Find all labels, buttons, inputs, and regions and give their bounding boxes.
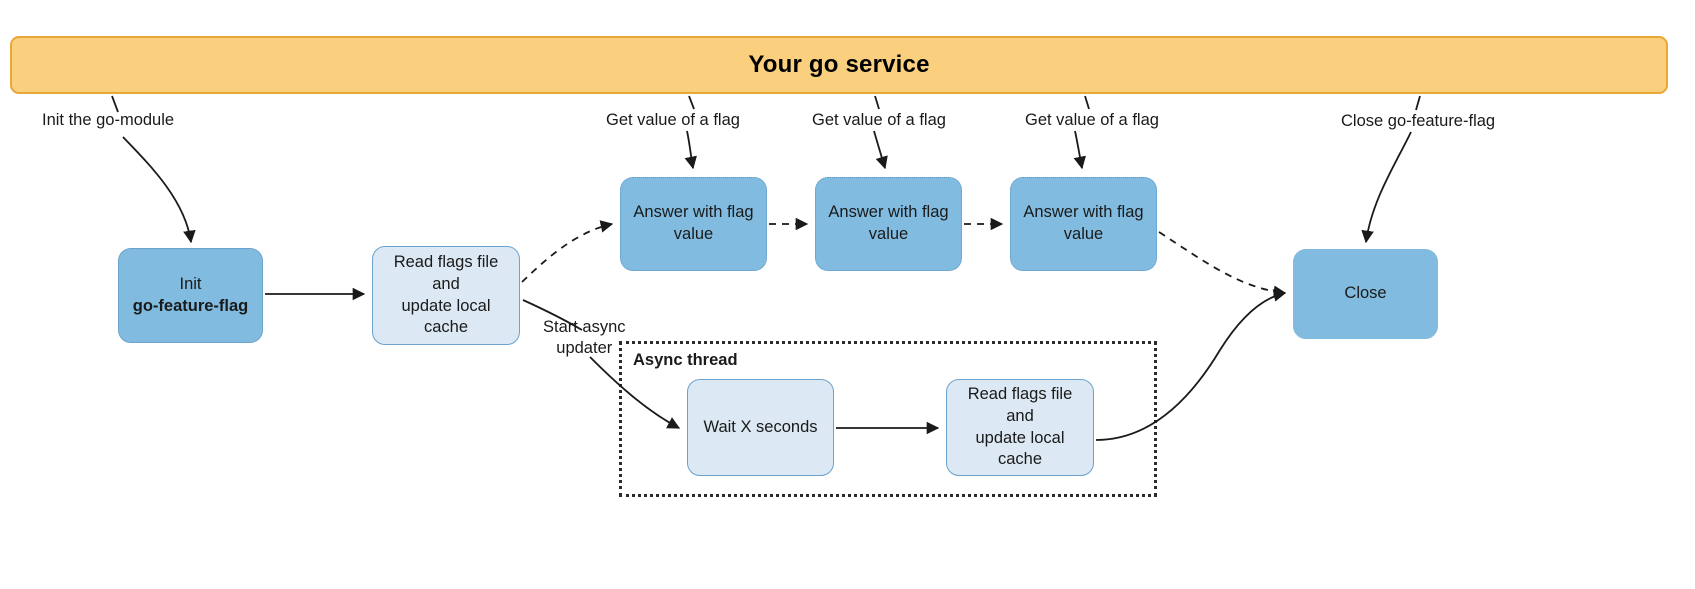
edge-banner-to-close-label <box>1415 95 1421 111</box>
read-flags-main-node-text-1: Read flags file <box>393 252 499 271</box>
answer-with-flag-value-node-2-text-1: Answer with flag <box>828 203 949 222</box>
edge-banner-to-getvalue2-label <box>874 95 880 110</box>
read-flags-main-node: Read flags file and update local cache <box>372 246 520 345</box>
edge-closelabel-to-close <box>1361 131 1412 244</box>
edge-label-init-go-module: Init the go-module <box>42 111 175 129</box>
answer-with-flag-value-node-1-text-1: Answer with flag <box>633 203 754 222</box>
close-node-label: Close <box>1338 283 1392 305</box>
read-flags-async-node-label: Read flags file and update local cache <box>947 384 1093 472</box>
answer-with-flag-value-node-2-label: Answer with flag value <box>822 202 954 246</box>
edge-getvalue1-to-answer1 <box>684 130 697 170</box>
edge-answer3-to-close <box>1158 231 1287 299</box>
read-flags-async-node-text-3: update local cache <box>975 428 1065 469</box>
wait-x-seconds-node-text-1: Wait X seconds <box>703 417 818 436</box>
read-flags-main-node-text-2: and <box>432 274 460 293</box>
close-node: Close <box>1293 249 1438 339</box>
read-flags-async-node-text-1: Read flags file <box>967 384 1073 403</box>
answer-with-flag-value-node-3: Answer with flag value <box>1010 177 1157 271</box>
wait-x-seconds-node: Wait X seconds <box>687 379 834 476</box>
read-flags-async-node: Read flags file and update local cache <box>946 379 1094 476</box>
async-thread-label: Async thread <box>633 351 738 369</box>
answer-with-flag-value-node-2-text-2: value <box>868 225 909 243</box>
edge-getvalue2-to-answer2 <box>873 130 888 170</box>
read-flags-main-node-label: Read flags file and update local cache <box>373 252 519 340</box>
read-flags-async-node-text-2: and <box>1006 406 1034 425</box>
answer-with-flag-value-node-3-text-1: Answer with flag <box>1023 203 1144 222</box>
edge-label-get-value-2: Get value of a flag <box>812 111 946 129</box>
edge-getvalue3-to-answer3 <box>1073 130 1086 170</box>
init-node-text-2: go-feature-flag <box>132 296 249 315</box>
answer-with-flag-value-node-3-text-2: value <box>1063 225 1104 243</box>
init-node: Init go-feature-flag <box>118 248 263 343</box>
edge-read-flags-to-answer1 <box>521 220 614 283</box>
init-node-text-1: Init <box>179 274 202 293</box>
answer-with-flag-value-node-2: Answer with flag value <box>815 177 962 271</box>
close-node-text-1: Close <box>1344 284 1387 303</box>
edge-label-get-value-3: Get value of a flag <box>1025 111 1159 129</box>
your-go-service-banner: Your go service <box>10 36 1668 94</box>
edge-label-get-value-1: Get value of a flag <box>606 111 740 129</box>
init-node-label: Init go-feature-flag <box>127 274 255 318</box>
answer-with-flag-value-node-1: Answer with flag value <box>620 177 767 271</box>
read-flags-main-node-text-3: update local cache <box>401 296 491 337</box>
edge-label-start-async-updater: Start async updater <box>543 318 626 358</box>
banner-title: Your go service <box>748 51 930 78</box>
wait-x-seconds-node-label: Wait X seconds <box>697 417 823 439</box>
answer-with-flag-value-node-1-label: Answer with flag value <box>627 202 759 246</box>
edge-banner-to-getvalue3-label <box>1084 95 1090 110</box>
answer-with-flag-value-node-1-text-2: value <box>673 225 714 243</box>
edge-label-close-gff: Close go-feature-flag <box>1341 112 1496 130</box>
answer-with-flag-value-node-3-label: Answer with flag value <box>1017 202 1149 246</box>
edge-banner-to-getvalue1-label <box>688 95 695 110</box>
edge-init-label-to-init <box>122 136 196 244</box>
